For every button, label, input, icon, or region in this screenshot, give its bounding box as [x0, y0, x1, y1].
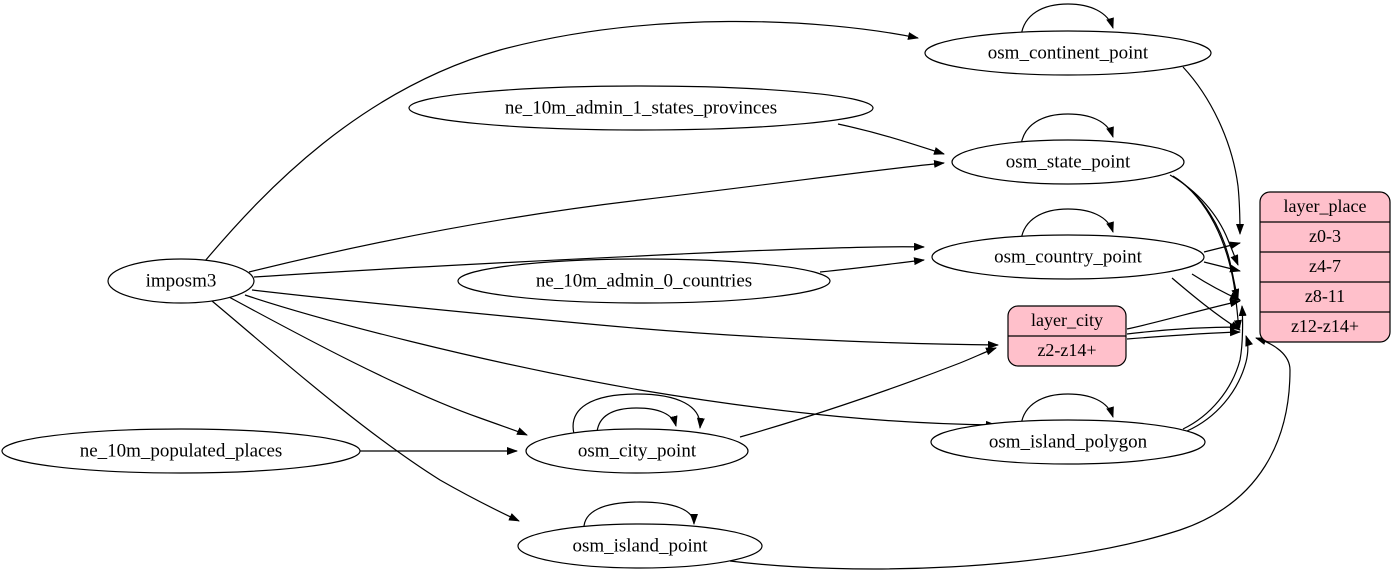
node-label: ne_10m_admin_1_states_provinces: [505, 97, 777, 118]
edge-imposm3-to-osm_city_point: [228, 296, 528, 436]
edge-imposm3-to-osm_island_polygon: [244, 294, 997, 429]
edge-osm_country_point-to-layer_place-z8-11: [1191, 273, 1241, 301]
node-layer: imposm3 ne_10m_admin_1_states_provinces …: [1, 30, 1212, 569]
node-osm_city_point[interactable]: osm_city_point: [525, 428, 749, 474]
node-label: osm_country_point: [994, 246, 1142, 267]
edge-imposm3-to-layer_city: [251, 289, 999, 349]
selfloop-osm_continent_point: [1020, 3, 1114, 37]
node-osm_continent_point[interactable]: osm_continent_point: [924, 30, 1212, 76]
record-row-header: layer_place: [1284, 196, 1367, 216]
node-ne_10m_populated_places[interactable]: ne_10m_populated_places: [1, 428, 361, 474]
edge-osm_city_point-to-layer_city: [739, 347, 997, 438]
edge-imposm3-to-osm_country_point: [253, 242, 925, 278]
record-row-header: layer_city: [1031, 310, 1103, 330]
record-row-z4-7[interactable]: z4-7: [1309, 256, 1341, 276]
node-osm_state_point[interactable]: osm_state_point: [951, 139, 1185, 185]
selfloop-osm_city_point-inner: [596, 407, 678, 433]
edge-osm_country_point-to-layer_place-z4-7: [1203, 261, 1241, 273]
node-label: imposm3: [146, 270, 217, 291]
record-node-layer_place[interactable]: layer_place z0-3 z4-7 z8-11 z12-z14+: [1259, 191, 1391, 343]
edge-osm_country_point-to-layer_place-z12-z14+: [1171, 277, 1241, 331]
record-row-z2-z14plus[interactable]: z2-z14+: [1037, 340, 1096, 360]
node-label: osm_island_point: [572, 535, 708, 556]
edge-osm_island_polygon-to-layer_place-z8-11: [1182, 305, 1247, 430]
node-osm_country_point[interactable]: osm_country_point: [931, 234, 1205, 280]
edge-ne_countries-to-osm_country_point: [819, 257, 925, 273]
edge-osm_state_point-to-layer_place-z12-z14+: [1175, 177, 1242, 331]
node-ne_10m_admin_0_countries[interactable]: ne_10m_admin_0_countries: [457, 258, 831, 304]
edge-osm_continent_point-to-layer_place-z0-3: [1182, 66, 1244, 235]
node-label: osm_island_polygon: [989, 431, 1148, 452]
node-imposm3[interactable]: imposm3: [107, 258, 255, 304]
record-row-z0-3[interactable]: z0-3: [1309, 226, 1341, 246]
node-label: osm_city_point: [578, 440, 697, 461]
node-label: ne_10m_admin_0_countries: [536, 270, 752, 291]
node-label: osm_continent_point: [988, 42, 1149, 63]
selfloop-osm_island_point: [583, 501, 698, 532]
node-ne_10m_admin_1_states_provinces[interactable]: ne_10m_admin_1_states_provinces: [408, 85, 874, 131]
edge-layer: [204, 3, 1291, 570]
edge-imposm3-to-osm_continent_point: [204, 20, 919, 262]
edge-imposm3-to-osm_state_point: [248, 159, 945, 273]
node-label: ne_10m_populated_places: [80, 440, 283, 461]
edge-osm_country_point-to-layer_place-z0-3: [1203, 241, 1241, 253]
edge-osm_state_point-to-layer_place-z8-11: [1172, 175, 1240, 300]
edge-osm_island_polygon-to-layer_place-z12-z14+: [1186, 335, 1253, 432]
edge-ne_states-to-osm_state_point: [837, 123, 945, 155]
record-node-layer_city[interactable]: layer_city z2-z14+: [1007, 305, 1127, 367]
record-layer: layer_place z0-3 z4-7 z8-11 z12-z14+ lay…: [1007, 191, 1391, 367]
node-label: osm_state_point: [1006, 151, 1131, 172]
edge-layer_city-to-layer_place-z12-z14-alt: [1126, 328, 1241, 340]
edge-layer_city-to-layer_place-z12-z14+: [1126, 323, 1241, 335]
selfloop-osm_state_point: [1020, 113, 1114, 146]
selfloop-osm_city_point-outer: [572, 393, 705, 435]
selfloop-osm_island_polygon: [1020, 393, 1114, 426]
edge-layer_city-to-layer_place-z8-11: [1126, 299, 1241, 330]
edge-osm_island_point-to-layer_place-z12-z14+: [729, 337, 1291, 570]
node-osm_island_point[interactable]: osm_island_point: [517, 523, 763, 569]
record-row-z12-z14plus[interactable]: z12-z14+: [1291, 316, 1359, 336]
selfloop-osm_country_point: [1020, 208, 1114, 241]
edge-imposm3-to-osm_island_point: [211, 300, 520, 522]
record-row-z8-11[interactable]: z8-11: [1305, 286, 1345, 306]
node-osm_island_polygon[interactable]: osm_island_polygon: [930, 419, 1206, 465]
